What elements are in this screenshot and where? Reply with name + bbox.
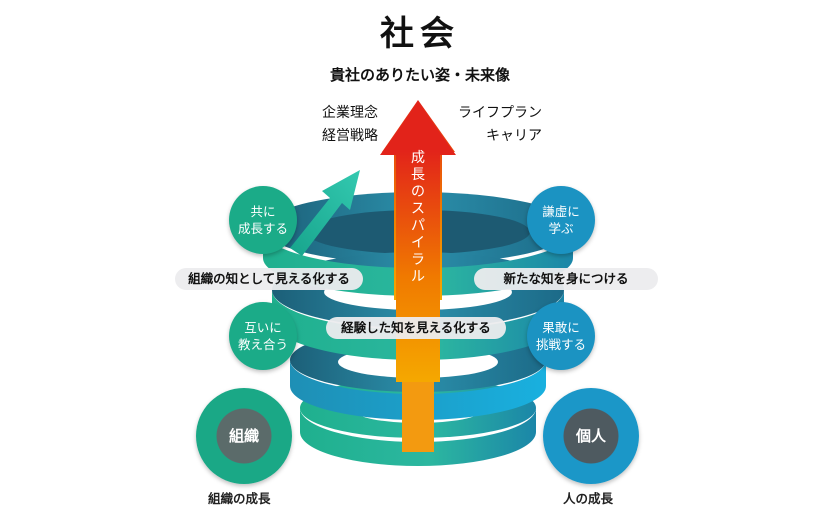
bubble-challenge: 果敢に挑戦する	[527, 302, 595, 370]
base-org-label: 組織	[228, 426, 259, 445]
pill-org-knowledge: 組織の知として見える化する	[175, 268, 363, 290]
page-subtitle: 貴社のありたい姿・未来像	[329, 66, 510, 84]
base-org-circle: 組織	[196, 388, 292, 484]
base-person-circle: 個人	[543, 388, 639, 484]
right-goal-2: キャリア	[486, 128, 542, 144]
pill-new-knowledge: 新たな知を身につける	[474, 268, 658, 290]
ring-middle-low	[290, 360, 546, 420]
right-goal-1: ライフプラン	[458, 105, 542, 121]
bubble-humble: 謙虚に学ぶ	[527, 186, 595, 254]
bubble-together: 共に成長する	[229, 186, 297, 254]
small-arrow	[290, 170, 360, 256]
ring-bottom	[300, 408, 536, 466]
left-goal-2: 経営戦略	[322, 128, 378, 144]
ring-middle-high	[272, 290, 564, 360]
left-goals: 企業理念 経営戦略	[300, 102, 378, 148]
base-person-label: 個人	[575, 426, 606, 445]
base-org-caption: 組織の成長	[208, 491, 271, 506]
base-person-caption: 人の成長	[563, 491, 614, 506]
page-title: 社会	[380, 14, 460, 54]
bubble-teach: 互いに教え合う	[229, 302, 297, 370]
right-goals: ライフプラン キャリア	[458, 102, 558, 148]
pill-experience: 経験した知を見える化する	[326, 317, 506, 339]
arrow-label: 成長のスパイラル	[411, 150, 425, 285]
left-goal-1: 企業理念	[322, 105, 378, 121]
